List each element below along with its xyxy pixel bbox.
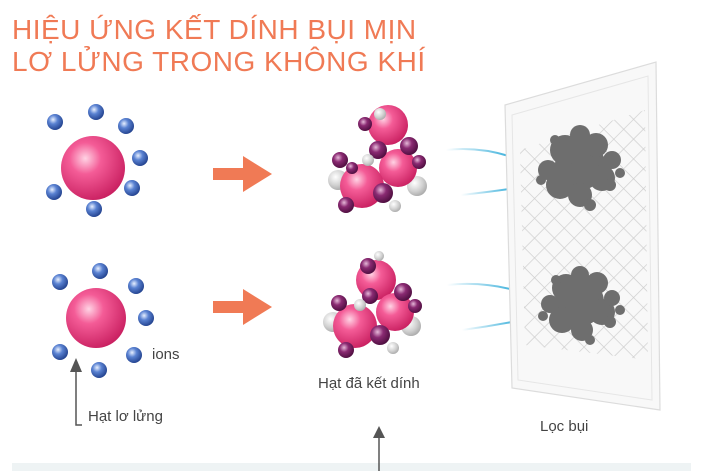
dust-filter xyxy=(505,62,660,410)
ion xyxy=(91,362,107,378)
title-line-1: HIỆU ỨNG KẾT DÍNH BỤI MỊN xyxy=(12,14,426,46)
clumped-cluster-bottom xyxy=(323,251,422,358)
title-line-2: LƠ LỬNG TRONG KHÔNG KHÍ xyxy=(12,46,426,78)
particle xyxy=(66,288,126,348)
ion xyxy=(46,184,62,200)
ion xyxy=(52,344,68,360)
ion xyxy=(88,104,104,120)
ion xyxy=(138,310,154,326)
ion xyxy=(124,180,140,196)
ion xyxy=(118,118,134,134)
particle xyxy=(61,136,125,200)
suspended-particle-pointer xyxy=(70,358,82,425)
ions-label: ions xyxy=(152,346,180,363)
ion xyxy=(47,114,63,130)
particle-with-ions-top xyxy=(46,104,148,217)
ion xyxy=(52,274,68,290)
arrow-right-top xyxy=(213,156,272,192)
suspended-particle-label: Hạt lơ lửng xyxy=(88,408,163,425)
ion xyxy=(126,347,142,363)
arrow-right-bottom xyxy=(213,289,272,325)
ion xyxy=(132,150,148,166)
clumped-particles-pointer xyxy=(373,426,385,471)
particle-with-ions-bottom xyxy=(52,263,154,378)
ion xyxy=(86,201,102,217)
dust-filter-label: Lọc bụi xyxy=(540,418,588,435)
ion xyxy=(128,278,144,294)
clumped-cluster-top xyxy=(328,105,427,213)
clumped-particles-label: Hạt đã kết dính xyxy=(318,375,420,392)
page-title: HIỆU ỨNG KẾT DÍNH BỤI MỊN LƠ LỬNG TRONG … xyxy=(12,14,426,78)
ion xyxy=(92,263,108,279)
